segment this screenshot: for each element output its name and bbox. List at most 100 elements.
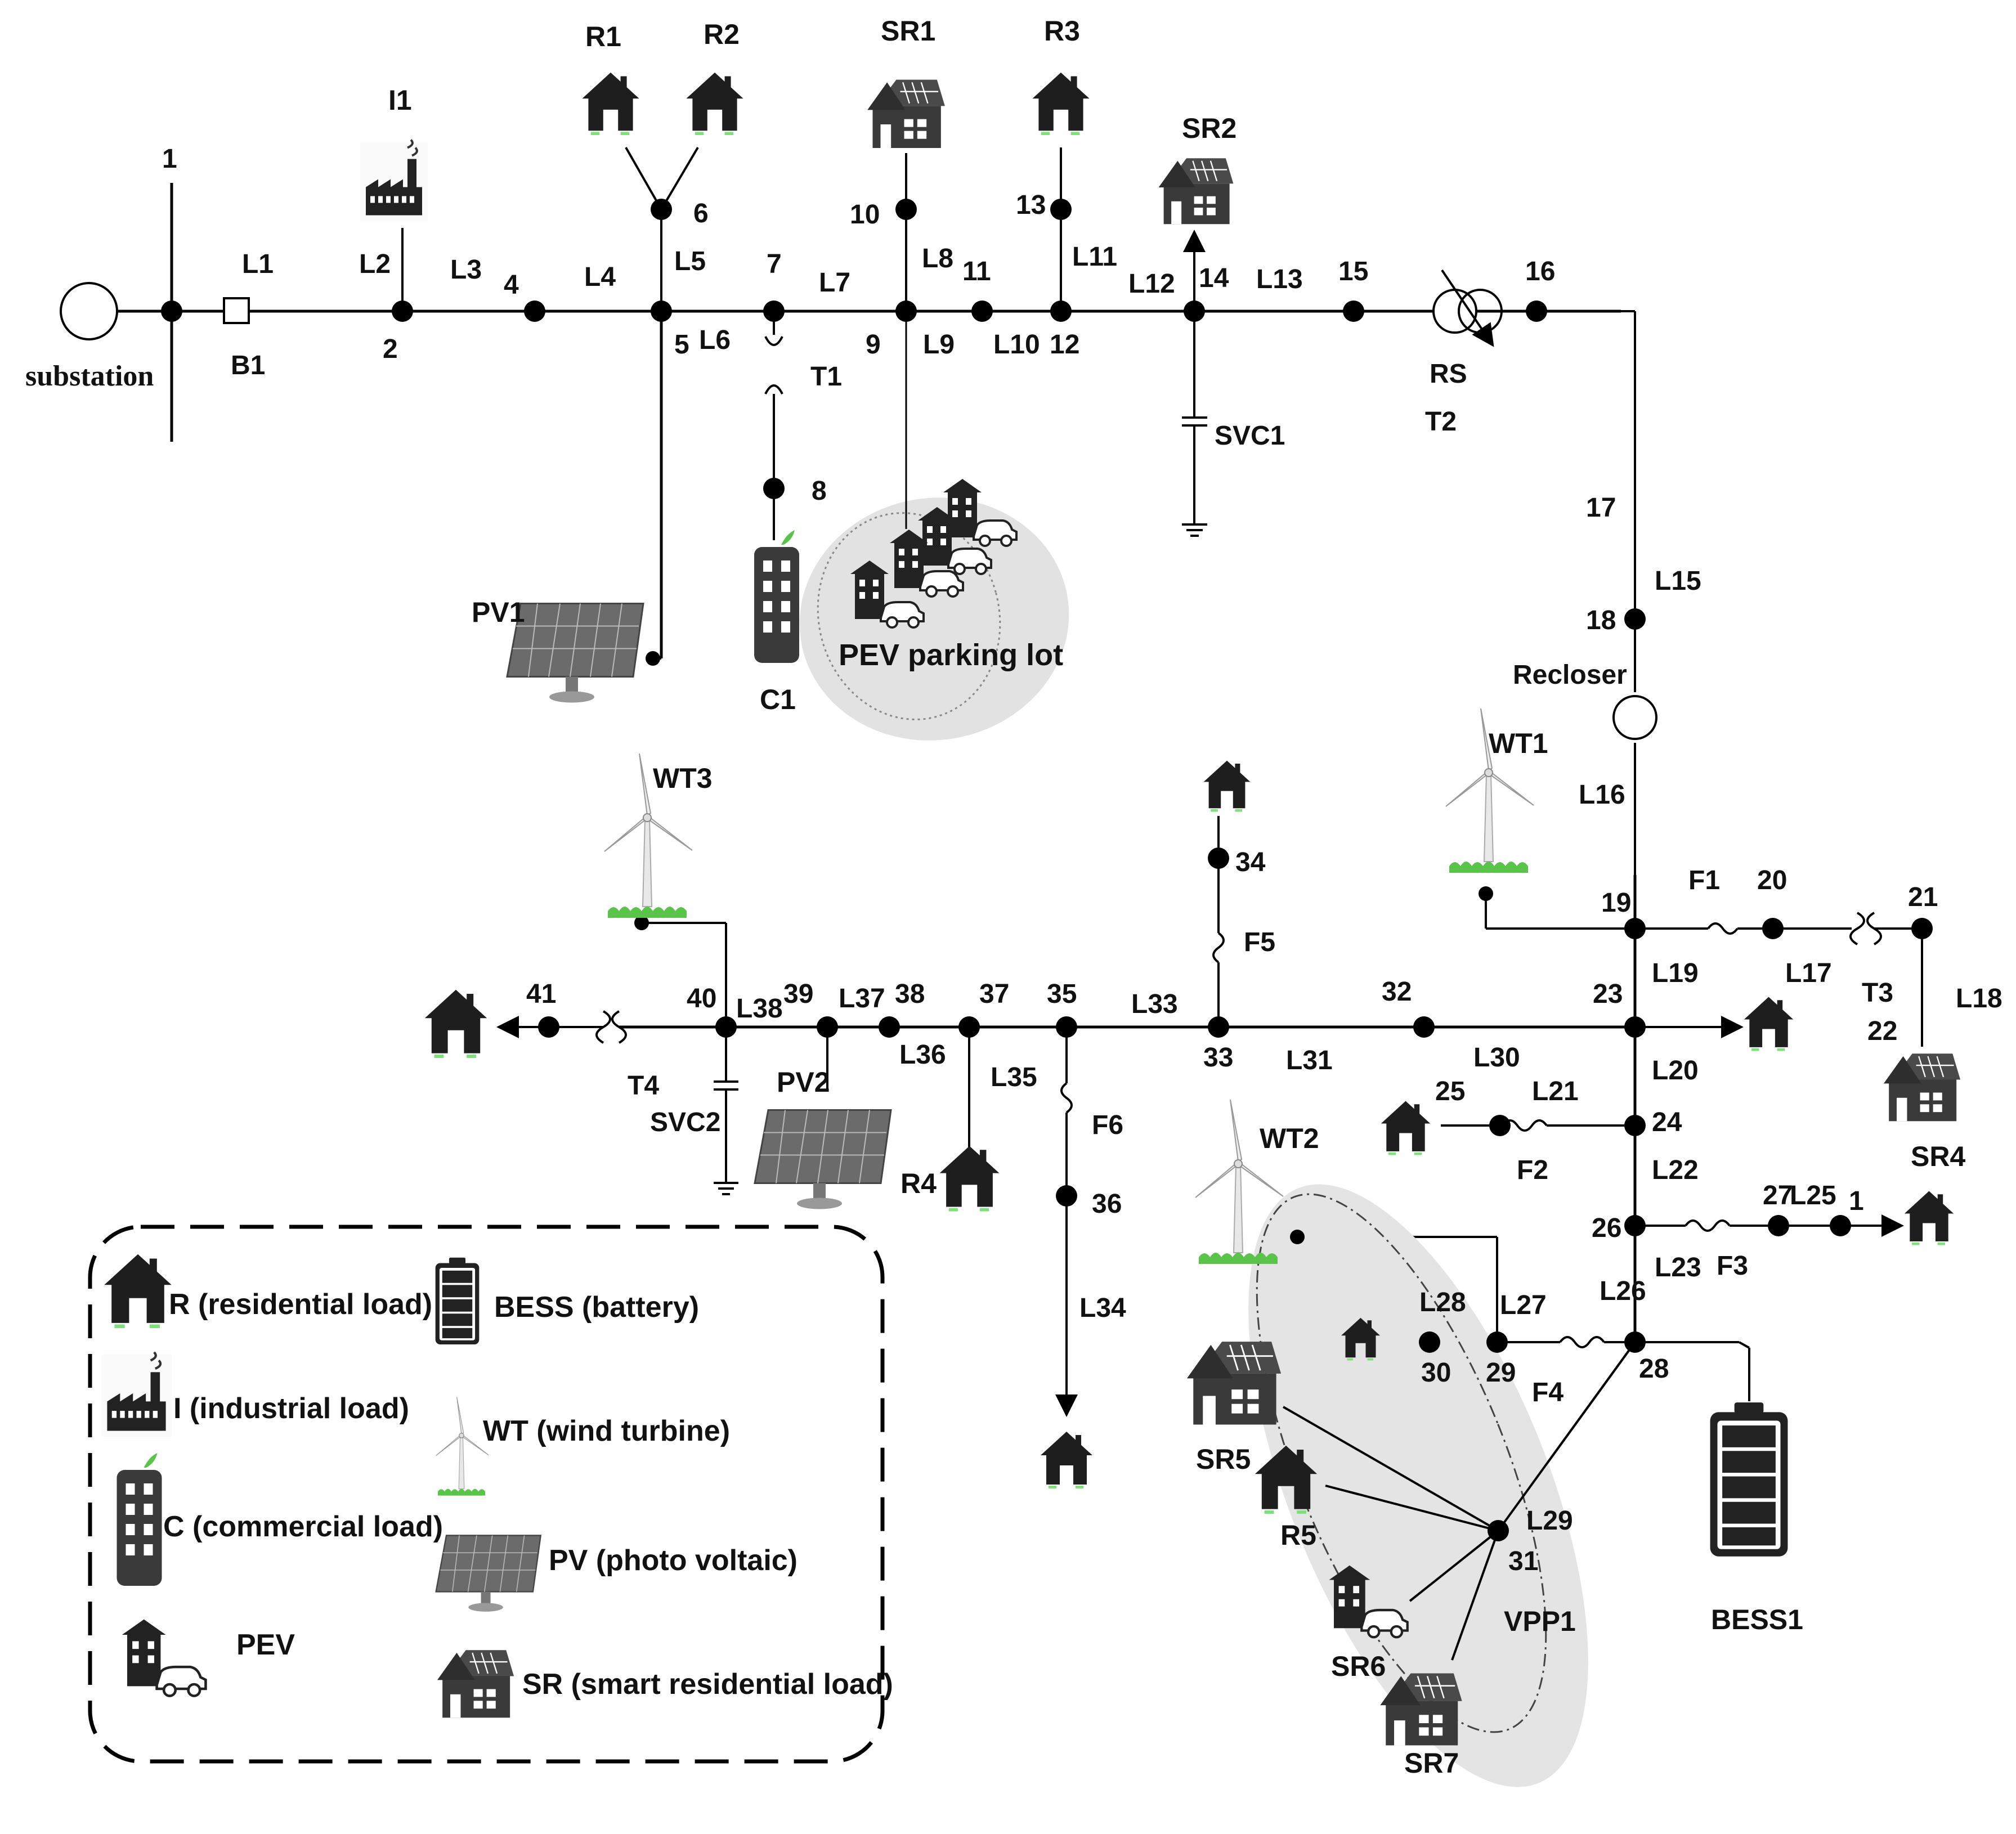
bus-nodes (161, 199, 1933, 1541)
svg-text:B1: B1 (231, 351, 265, 380)
svg-text:L18: L18 (1956, 984, 2002, 1014)
svg-text:VPP1: VPP1 (1504, 1606, 1576, 1637)
svg-text:I1: I1 (388, 84, 412, 116)
svg-text:6: 6 (693, 199, 709, 228)
device-labels: B1 T1 T2 T3 T4 RS SVC1 SVC2 Recloser F1 … (231, 351, 1893, 1407)
svg-text:SR4: SR4 (1911, 1141, 1965, 1172)
svg-text:9: 9 (866, 330, 881, 360)
bus-node (524, 301, 545, 322)
svg-text:L28: L28 (1419, 1288, 1466, 1317)
svg-text:L11: L11 (1072, 242, 1117, 272)
svg-text:R4: R4 (901, 1168, 937, 1199)
svg-text:41: 41 (526, 979, 556, 1009)
svg-text:40: 40 (687, 984, 716, 1014)
smart-house-icon (436, 1649, 515, 1719)
svg-text:R3: R3 (1044, 15, 1080, 47)
svg-text:21: 21 (1908, 882, 1938, 912)
svg-text:SR7: SR7 (1404, 1747, 1459, 1779)
svg-text:L15: L15 (1655, 566, 1701, 596)
solar-panel-icon (754, 1109, 892, 1210)
svg-text:1: 1 (162, 144, 177, 174)
svg-text:11: 11 (962, 257, 991, 286)
bus-node (1343, 301, 1364, 322)
svg-text:34: 34 (1235, 848, 1266, 877)
bus-node (1762, 918, 1784, 939)
house-icon (939, 1146, 1000, 1212)
bus-node (715, 1016, 737, 1038)
svg-text:RS: RS (1430, 359, 1467, 389)
bus-node (1413, 1016, 1435, 1038)
svg-text:SR2: SR2 (1182, 113, 1237, 144)
svg-text:12: 12 (1050, 330, 1079, 360)
bus-node (538, 1016, 559, 1038)
house-icon (1904, 1191, 1954, 1245)
smart-house-icon (1883, 1053, 1961, 1122)
svg-text:L22: L22 (1652, 1155, 1699, 1185)
svg-text:BESS1: BESS1 (1711, 1604, 1803, 1635)
svg-text:T1: T1 (810, 362, 842, 392)
battery-icon (435, 1257, 480, 1344)
bus-node (1488, 1520, 1509, 1541)
smart-house-icon (866, 79, 946, 149)
svg-text:L9: L9 (923, 330, 955, 360)
bus-node (1830, 1215, 1851, 1236)
svg-text:L34: L34 (1079, 1293, 1126, 1323)
bus-node (1489, 1115, 1511, 1136)
bus-node (1624, 608, 1646, 630)
svg-text:C1: C1 (760, 684, 796, 715)
bus-node (1526, 301, 1547, 322)
substation-label: substation (25, 360, 154, 392)
svg-text:WT1: WT1 (1489, 728, 1548, 759)
svg-text:25: 25 (1435, 1077, 1465, 1106)
bus-node (1050, 301, 1072, 322)
svg-text:L23: L23 (1655, 1253, 1701, 1283)
svg-text:T4: T4 (628, 1071, 659, 1101)
substation-icon (60, 282, 118, 340)
svg-text:L13: L13 (1256, 264, 1303, 294)
svg-text:L10: L10 (993, 330, 1040, 360)
svg-text:L26: L26 (1600, 1276, 1646, 1306)
svg-text:R1: R1 (585, 21, 621, 52)
bus-node (763, 301, 785, 322)
smart-house-icon (1186, 1340, 1282, 1425)
smart-house-icon (1158, 158, 1234, 225)
svg-text:L31: L31 (1286, 1046, 1333, 1075)
bus-node (1624, 1215, 1646, 1236)
svg-text:L36: L36 (899, 1040, 946, 1070)
svg-text:33: 33 (1203, 1043, 1233, 1073)
bus-node (895, 301, 917, 322)
svg-text:L17: L17 (1785, 958, 1832, 988)
legend-item-label: C (commercial load) (163, 1510, 443, 1543)
house-icon (1381, 1101, 1431, 1155)
house-icon (104, 1254, 172, 1328)
bus-node (1208, 1016, 1229, 1038)
svg-text:15: 15 (1338, 257, 1368, 286)
svg-text:F5: F5 (1244, 927, 1275, 957)
svg-text:T2: T2 (1425, 407, 1457, 437)
bus-node (1768, 1215, 1789, 1236)
bus-node (1184, 301, 1205, 322)
svg-text:L37: L37 (839, 984, 885, 1014)
svg-text:L21: L21 (1532, 1077, 1579, 1106)
legend-item-label: WT (wind turbine) (483, 1415, 730, 1447)
bus-node (651, 199, 672, 220)
bus-labels: 1 2 4 5 6 7 8 9 10 11 12 13 14 15 16 17 … (162, 144, 1938, 1576)
svg-text:SVC1: SVC1 (1215, 421, 1285, 451)
svg-text:22: 22 (1867, 1016, 1897, 1046)
svg-text:L7: L7 (819, 268, 850, 298)
bus-node (1056, 1016, 1077, 1038)
factory-icon (101, 1352, 172, 1437)
bus-node (879, 1016, 900, 1038)
svg-text:27: 27 (1763, 1181, 1793, 1210)
house-icon (424, 989, 487, 1058)
svg-text:37: 37 (979, 979, 1009, 1009)
svg-text:SR5: SR5 (1196, 1443, 1251, 1475)
bus-node (1624, 918, 1646, 939)
bus-node (1208, 848, 1229, 869)
svg-text:23: 23 (1593, 979, 1623, 1009)
solar-panel-icon (435, 1535, 541, 1613)
svg-text:L3: L3 (450, 255, 482, 285)
svg-text:18: 18 (1586, 606, 1616, 635)
svg-text:Recloser: Recloser (1513, 660, 1627, 690)
